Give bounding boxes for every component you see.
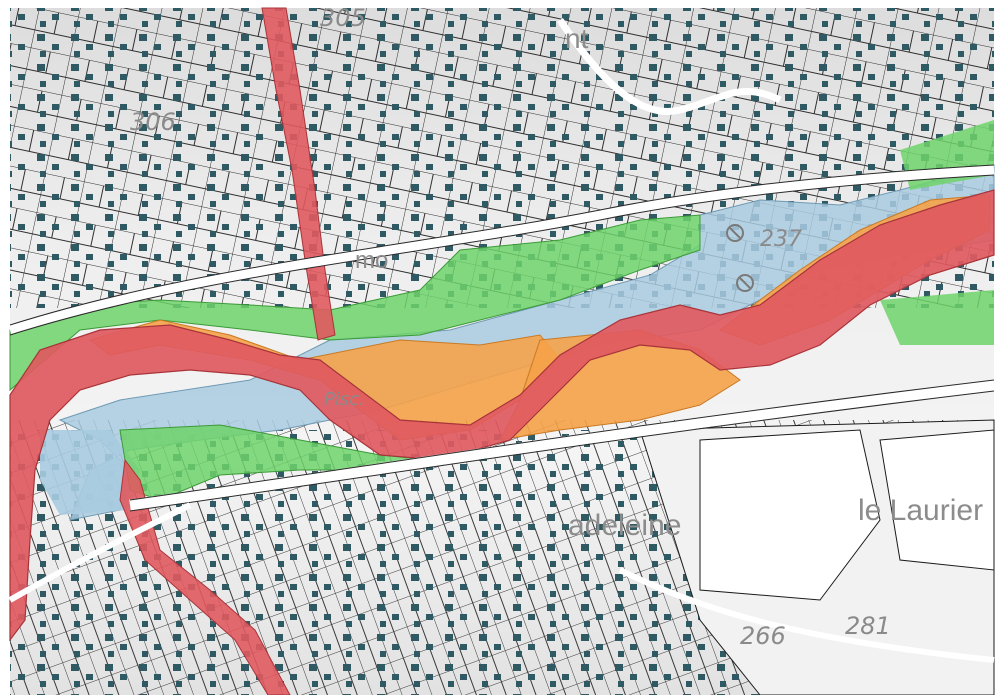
- flood-zone-green[interactable]: [880, 290, 994, 345]
- place-label: le Laurier: [858, 494, 983, 527]
- map-frame-top: [0, 0, 1002, 8]
- place-label: Pisc.: [324, 389, 365, 410]
- map-frame-left: [0, 0, 10, 695]
- elevation-label: 266: [740, 622, 786, 650]
- elevation-label: 306: [130, 108, 176, 136]
- roads: [8, 18, 995, 663]
- water-treatment-icon[interactable]: [726, 224, 744, 242]
- map-frame-right: [994, 0, 1002, 695]
- open-field: [699, 429, 881, 601]
- elevation-label: 237: [760, 227, 802, 252]
- open-field: [879, 429, 995, 571]
- place-label: adeleine: [568, 509, 681, 542]
- elevation-label: 305: [320, 4, 366, 32]
- water-treatment-icon[interactable]: [736, 274, 754, 292]
- elevation-label: 281: [845, 612, 891, 640]
- flood-zone-green[interactable]: [9, 214, 701, 392]
- place-label: mo: [355, 247, 388, 274]
- flood-zone-blue[interactable]: [40, 430, 140, 515]
- flood-zone-red[interactable]: [9, 189, 995, 642]
- place-label: nt: [565, 23, 589, 54]
